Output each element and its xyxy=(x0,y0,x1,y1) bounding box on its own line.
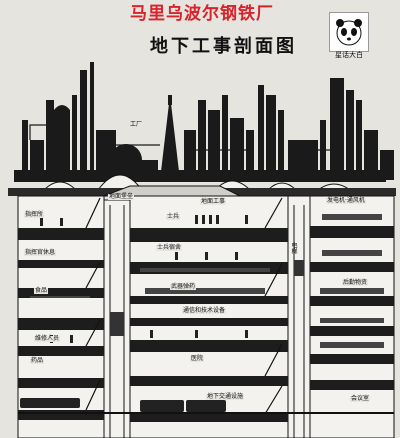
pipe-lines xyxy=(29,124,330,151)
factory-skyline xyxy=(14,62,394,182)
elevator-car-right xyxy=(294,260,304,276)
label-maintenance: 维修人员 xyxy=(34,335,61,342)
label-medicine: 药品 xyxy=(30,357,45,364)
stored-goods xyxy=(30,214,384,348)
label-central-hall: 地面堡垒 xyxy=(108,193,135,200)
label-barracks: 士兵宿舍 xyxy=(156,244,183,251)
label-soldiers: 士兵 xyxy=(166,213,181,220)
label-command-post: 指挥所 xyxy=(24,211,45,218)
soldier-figures xyxy=(40,215,248,343)
label-weapons: 武器弹药 xyxy=(170,283,197,290)
label-elevator: 电梯 xyxy=(290,242,297,254)
rail-track xyxy=(18,412,394,414)
underground-train xyxy=(20,398,226,412)
label-hospital: 医院 xyxy=(190,355,205,362)
label-generator: 发电机·通风机 xyxy=(326,197,366,204)
label-factory: 工厂 xyxy=(130,121,143,128)
page-subtitle: 地下工事剖面图 xyxy=(150,36,297,57)
elevator-car-left xyxy=(110,312,124,336)
label-transit: 地下交通设施 xyxy=(206,393,245,400)
panda-icon xyxy=(329,12,369,52)
label-comms: 通信和技术设备 xyxy=(182,307,227,314)
label-commander-rest: 指挥官休息 xyxy=(24,249,57,256)
label-meeting-room: 会议室 xyxy=(350,395,371,402)
staircases xyxy=(85,197,283,415)
central-hall-roof xyxy=(103,185,241,197)
label-surface-works: 地面工事 xyxy=(200,198,227,205)
label-food: 食品 xyxy=(34,287,49,294)
label-logistics: 后勤物资 xyxy=(342,279,369,286)
logo-caption: 星话大白 xyxy=(335,51,363,59)
page-title: 马里乌波尔钢铁厂 xyxy=(130,4,274,24)
